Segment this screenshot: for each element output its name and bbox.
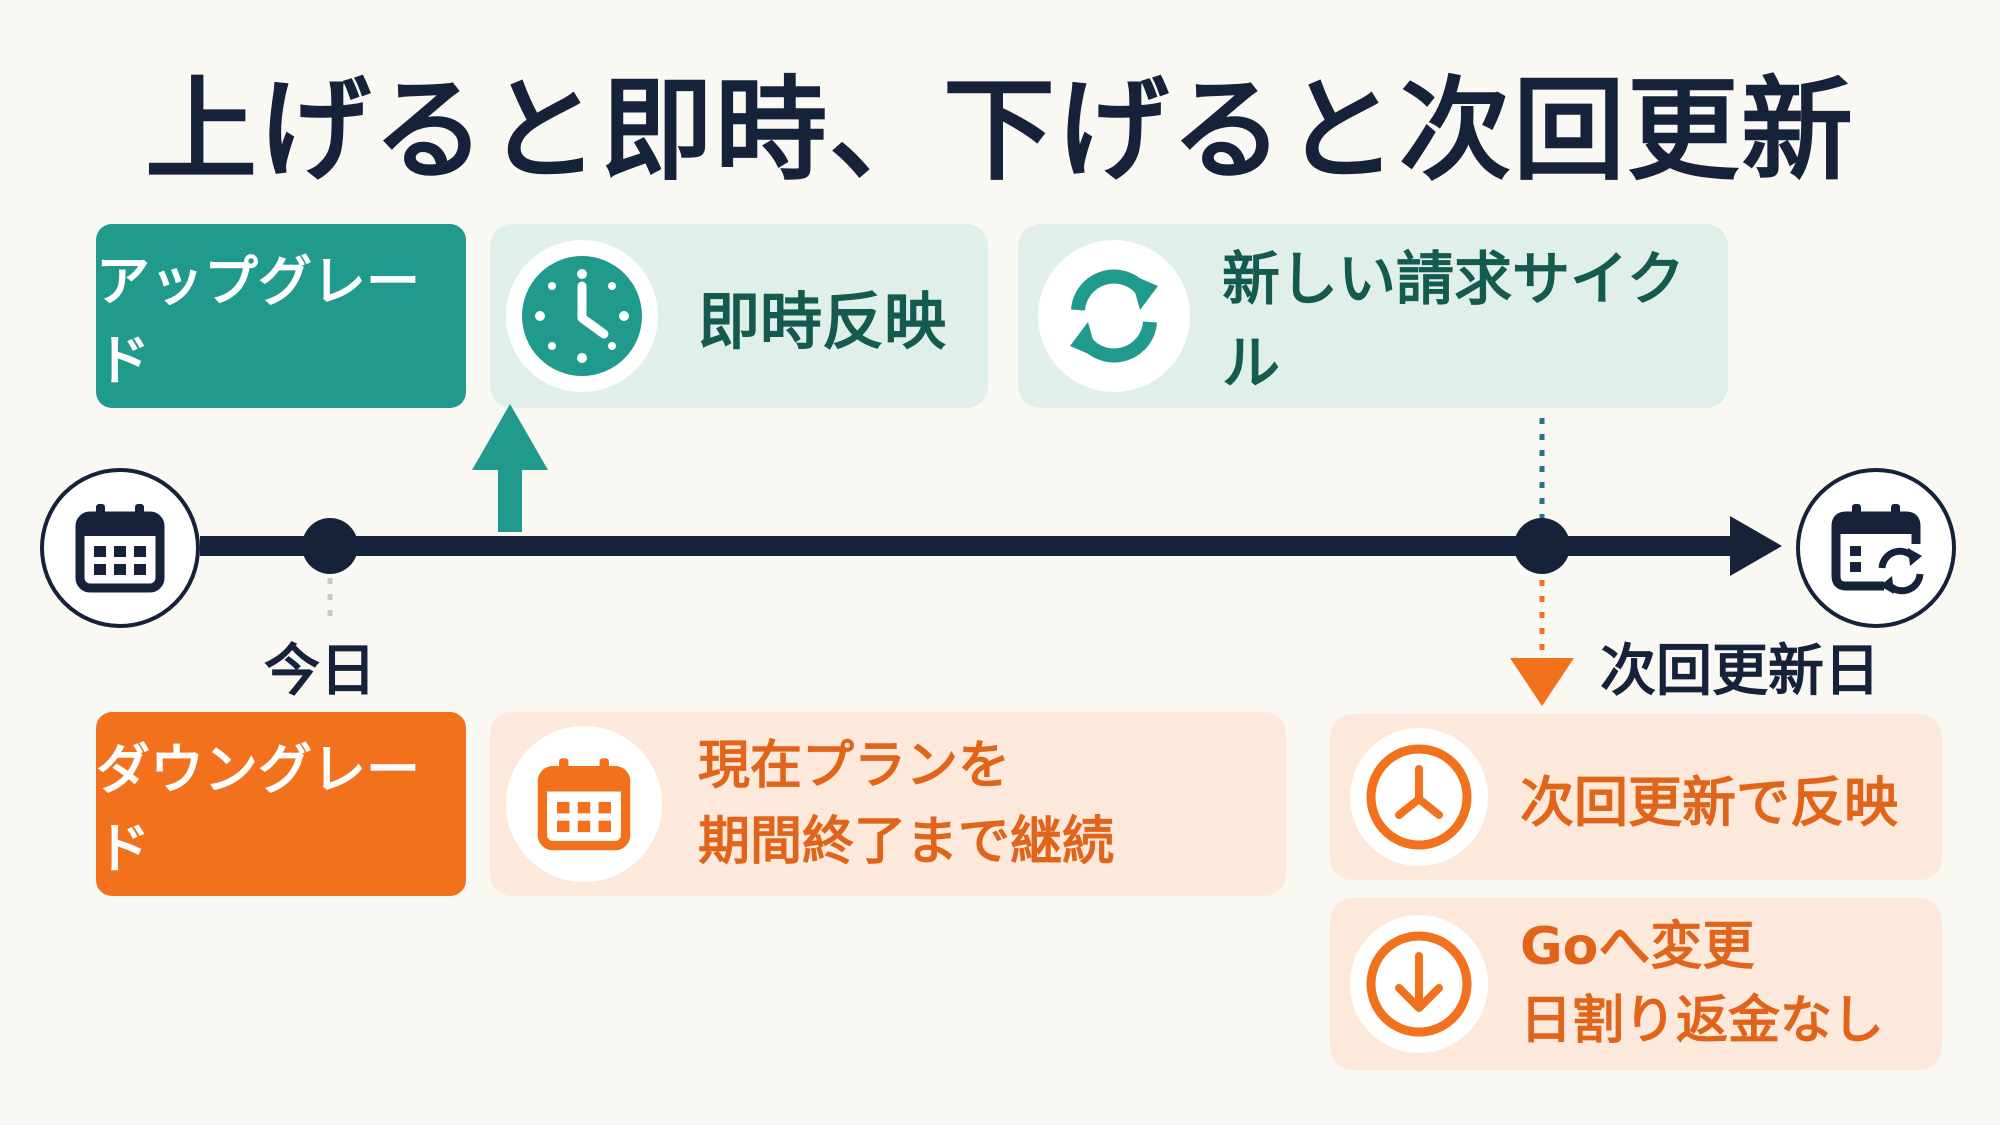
upgrade-label-box: アップグレード [96,224,466,408]
down-arrow-icon [1366,931,1472,1037]
timeline-arrowhead [1730,516,1782,576]
apply-on-renewal-text: 次回更新で反映 [1520,770,1898,834]
today-label: 今日 [264,639,376,704]
start-calendar-circle [40,468,200,628]
continue-plan-line2: 期間終了まで継続 [698,812,1115,872]
page-title: 上げると即時、下げると次回更新 [145,66,1855,196]
calendar-refresh-icon [1831,504,1924,595]
downgrade-label-box: ダウングレード [96,712,466,896]
refresh-icon-circle [1038,240,1190,392]
calendar-icon [75,504,165,593]
new-billing-cycle-card: 新しい請求サイクル [1018,224,1728,408]
apply-on-renewal-card: 次回更新で反映 [1330,714,1942,880]
upgrade-arrow-shaft [498,466,522,532]
change-to-go-line1: Goへ変更 [1520,917,1755,977]
downgrade-arrow-head [1510,658,1574,706]
renewal-dot [1514,518,1570,574]
change-to-go-card: Goへ変更 日割り返金なし [1330,898,1942,1070]
renewal-date-label: 次回更新日 [1600,639,1880,704]
continue-plan-text: 現在プランを 期間終了まで継続 [698,728,1114,880]
end-calendar-circle [1796,468,1956,628]
change-to-go-text: Goへ変更 日割り返金なし [1520,910,1884,1058]
calendar-icon [537,758,631,851]
upgrade-arrow-head [472,404,548,470]
upgrade-label: アップグレード [96,250,420,392]
continue-plan-line1: 現在プランを [698,736,1011,796]
today-dot [302,518,358,574]
change-to-go-line2: 日割り返金なし [1520,991,1885,1051]
orange-clock-icon-circle [1350,728,1488,866]
upgrade-immediate-card: 即時反映 [490,224,988,408]
immediate-text: 即時反映 [698,285,947,358]
refresh-icon [1070,269,1158,363]
new-billing-cycle-text: 新しい請求サイクル [1222,245,1685,397]
downgrade-label: ダウングレード [96,738,420,880]
clock-icon [1366,744,1472,850]
clock-icon-circle [506,240,658,392]
down-arrow-icon-circle [1350,915,1488,1053]
continue-plan-card: 現在プランを 期間終了まで継続 [490,712,1286,896]
clock-icon [522,256,642,376]
calendar-icon-circle [506,726,662,882]
